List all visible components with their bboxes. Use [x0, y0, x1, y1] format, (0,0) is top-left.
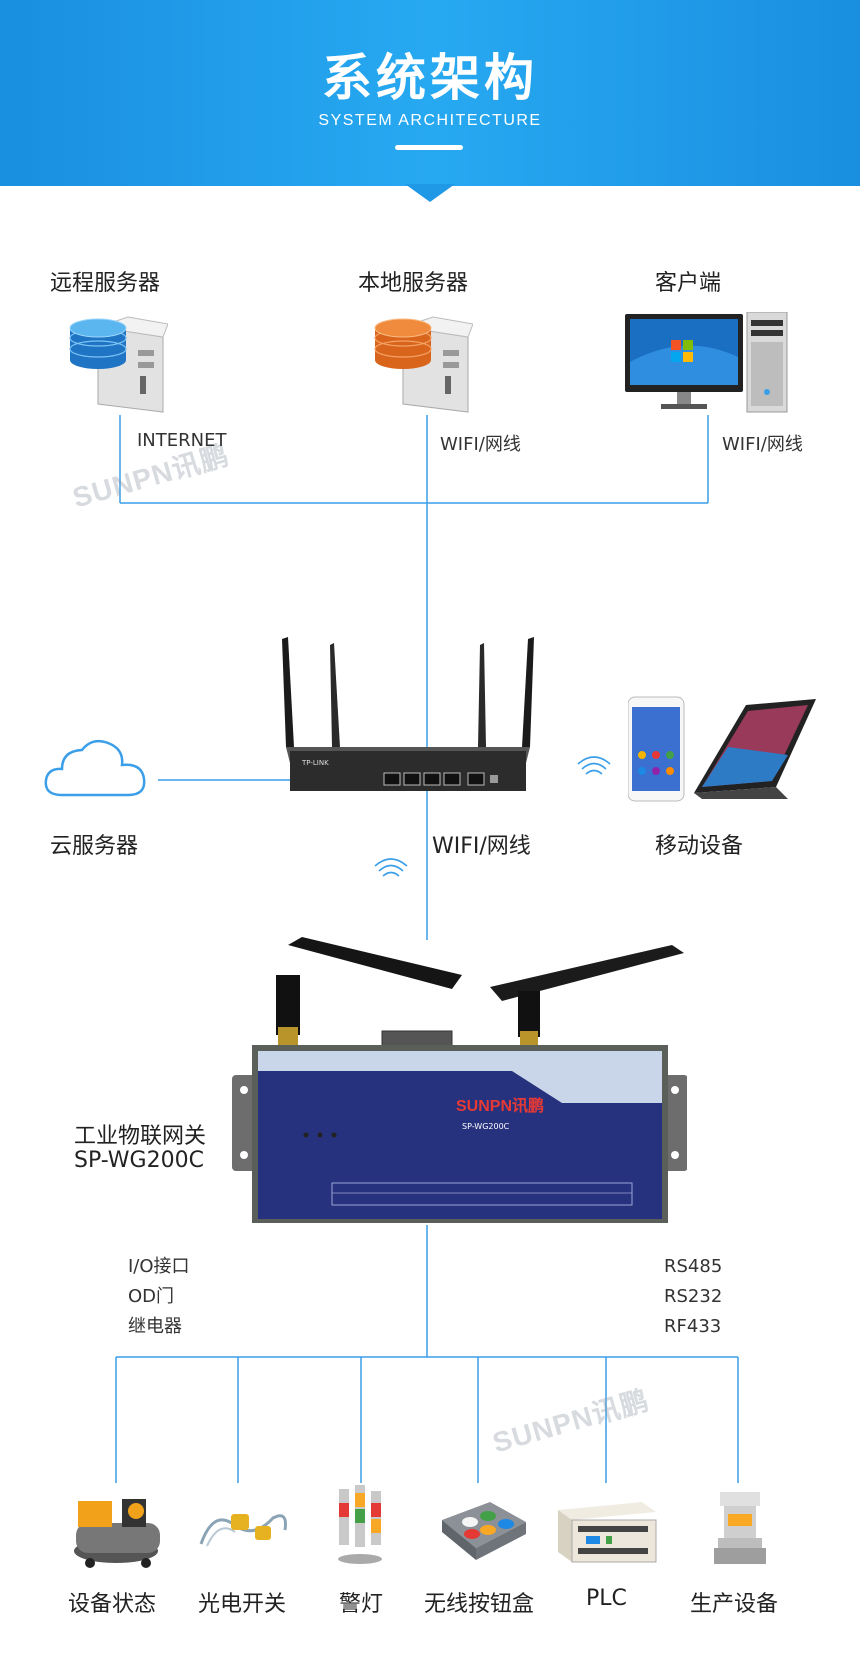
link-label-internet: INTERNET — [137, 430, 227, 451]
interface-item: RS232 — [664, 1286, 723, 1307]
title-underline — [395, 145, 463, 150]
cloud-icon — [44, 739, 146, 797]
interface-item: OD门 — [128, 1286, 175, 1307]
router-link-label: WIFI/网线 — [432, 834, 531, 859]
client-label: 客户端 — [655, 271, 722, 296]
endpoint-label: 设备状态 — [68, 1592, 157, 1617]
endpoint-label: 生产设备 — [690, 1592, 779, 1617]
plc-icon — [558, 1502, 657, 1563]
wifi-icon-mobile — [577, 756, 611, 775]
svg-text:TP-LINK: TP-LINK — [301, 759, 329, 767]
endpoint-label: 警灯 — [339, 1592, 384, 1617]
page-title: 系统架构 — [322, 49, 538, 107]
page-subtitle: SYSTEM ARCHITECTURE — [318, 112, 542, 129]
header-banner: 系统架构 SYSTEM ARCHITECTURE — [0, 0, 860, 202]
warning-light-icon — [338, 1485, 382, 1564]
mobile-devices-icon — [628, 696, 816, 802]
gateway-device: SUNPN讯鹏 SP-WG200C — [232, 937, 687, 1223]
link-label-client: WIFI/网线 — [722, 434, 803, 455]
header-notch — [405, 184, 455, 202]
wireless-button-box-icon — [442, 1502, 526, 1560]
remote-server-icon — [69, 316, 168, 413]
wifi-icon-gateway — [374, 858, 408, 877]
endpoint-label: PLC — [586, 1586, 627, 1611]
compressor-icon — [74, 1499, 160, 1568]
router-icon: TP-LINK — [282, 637, 534, 791]
interfaces-left: I/O接口 OD门 继电器 — [128, 1252, 190, 1342]
cloud-server-label: 云服务器 — [50, 834, 139, 859]
svg-text:SUNPN讯鹏: SUNPN讯鹏 — [456, 1096, 544, 1115]
interfaces-right: RS485 RS232 RF433 — [664, 1252, 722, 1342]
link-label-local: WIFI/网线 — [440, 434, 521, 455]
remote-server-label: 远程服务器 — [50, 271, 161, 296]
production-equipment-icon — [714, 1492, 766, 1564]
interface-item: I/O接口 — [128, 1256, 190, 1277]
gateway-model: SP-WG200C — [74, 1148, 204, 1173]
mobile-devices-label: 移动设备 — [655, 834, 744, 859]
svg-text:SP-WG200C: SP-WG200C — [462, 1122, 510, 1131]
endpoint-label: 光电开关 — [198, 1592, 287, 1617]
local-server-icon — [374, 316, 473, 413]
endpoint-label: 无线按钮盒 — [424, 1592, 535, 1617]
interface-item: RS485 — [664, 1256, 723, 1277]
photoelectric-switch-icon — [199, 1514, 287, 1547]
interface-item: RF433 — [664, 1316, 722, 1337]
interface-item: 继电器 — [128, 1316, 182, 1337]
client-pc-icon — [625, 312, 788, 413]
gateway-name: 工业物联网关 — [74, 1124, 207, 1149]
local-server-label: 本地服务器 — [358, 271, 469, 296]
